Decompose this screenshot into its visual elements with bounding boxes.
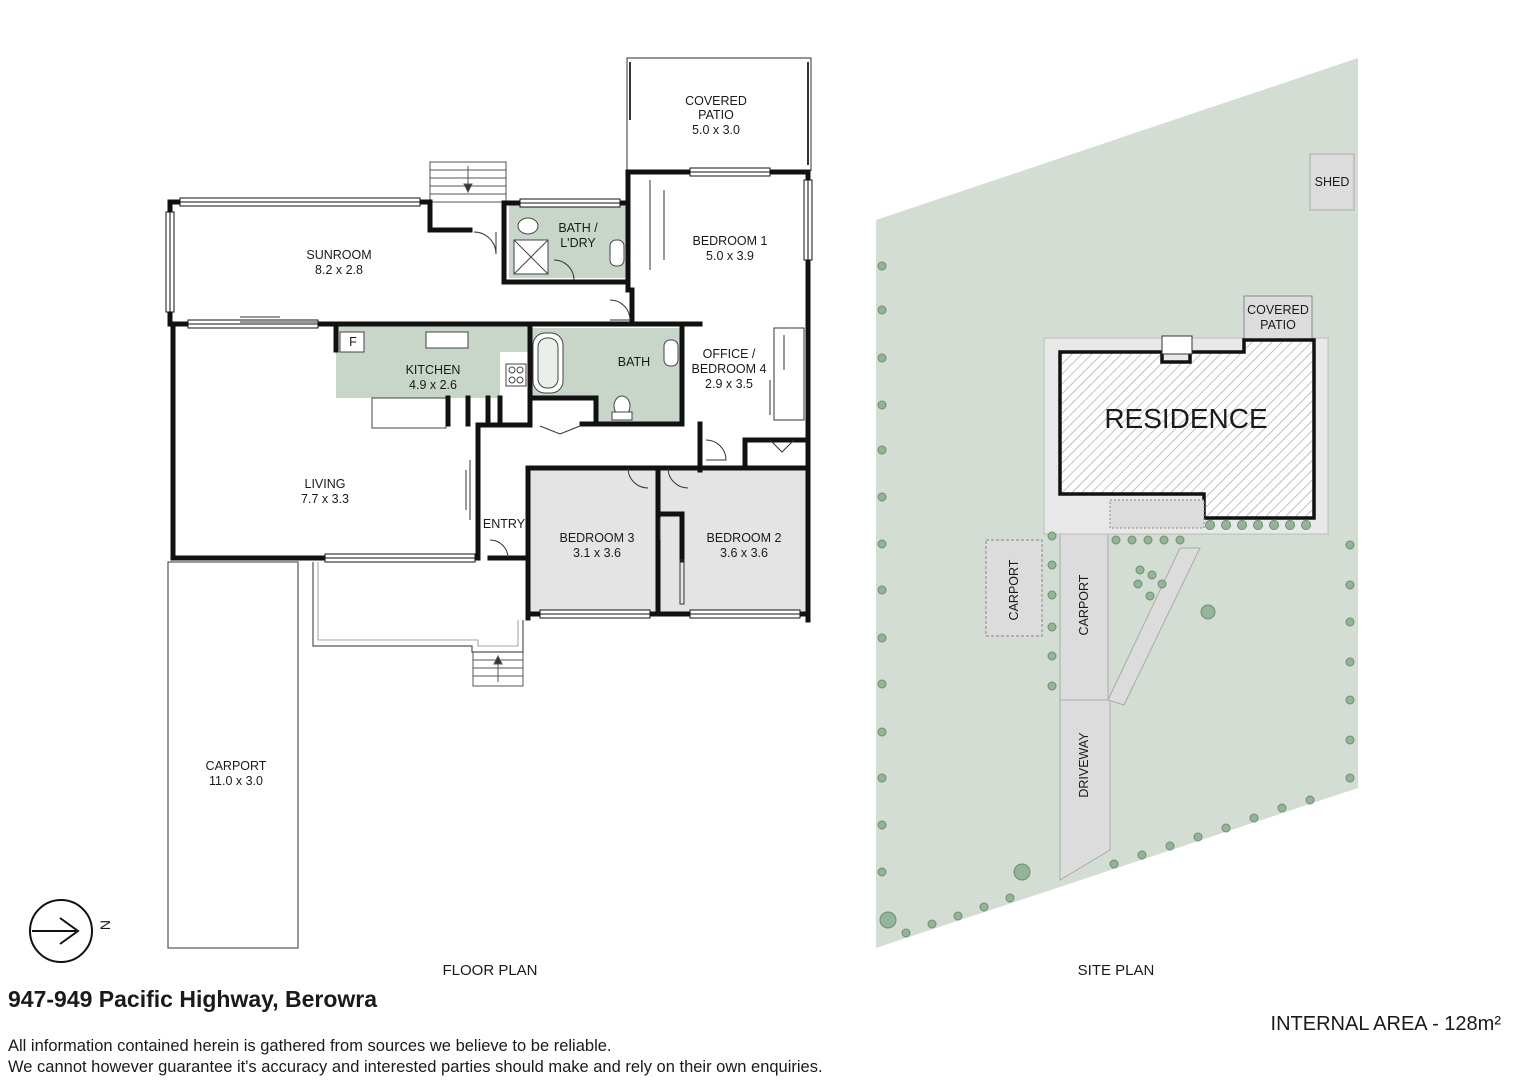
bedroom3-label: BEDROOM 3 [559, 531, 634, 545]
driveway-curve [1107, 547, 1201, 706]
fridge-label: F [349, 335, 357, 349]
rear-steps [429, 161, 507, 203]
compass-north-label: N [97, 920, 113, 930]
covered-patio-outline [626, 57, 812, 171]
carport-size: 11.0 x 3.0 [209, 774, 263, 788]
driveway-label: DRIVEWAY [1077, 732, 1091, 798]
sink-icon [425, 331, 469, 349]
residence-footprint [1058, 338, 1316, 520]
bath-laundry-label-2: L'DRY [560, 236, 596, 250]
site-shrubs [877, 261, 1355, 938]
disclaimer-line-2: We cannot however guarantee it's accurac… [8, 1058, 823, 1076]
covered-patio-label: COVERED [685, 94, 747, 108]
cooktop-icon [505, 363, 527, 387]
bedroom3-size: 3.1 x 3.6 [573, 546, 621, 560]
bedroom2-size: 3.6 x 3.6 [720, 546, 768, 560]
north-compass: N [29, 899, 113, 963]
shed-box [1309, 153, 1355, 211]
windows [165, 167, 813, 619]
site-plan-caption: SITE PLAN [1078, 962, 1155, 979]
entry-label: ENTRY [483, 517, 526, 531]
kitchen-island [371, 397, 447, 429]
bath-label: BATH [618, 355, 650, 369]
bedroom2-label: BEDROOM 2 [706, 531, 781, 545]
bath-laundry-label: BATH / [558, 221, 598, 235]
office-label-2: BEDROOM 4 [691, 362, 766, 376]
doors [240, 180, 805, 605]
floor-plan-caption: FLOOR PLAN [442, 962, 537, 979]
site-plan: SHED COVERED PATIO RESIDENCE CARPORT CAR… [876, 58, 1358, 979]
sunroom-size: 8.2 x 2.8 [315, 263, 363, 277]
sunroom-label: SUNROOM [306, 248, 371, 262]
covered-patio-label-2: PATIO [698, 108, 734, 122]
residence-label: RESIDENCE [1104, 403, 1267, 434]
driveway-lower [1059, 699, 1111, 881]
site-patio-box [1243, 295, 1313, 341]
fridge-box [339, 331, 365, 353]
office-label: OFFICE / [703, 347, 756, 361]
carport-left-label: CARPORT [1007, 559, 1021, 620]
covered-patio-size: 5.0 x 3.0 [692, 123, 740, 137]
living-label: LIVING [305, 477, 346, 491]
shed-label: SHED [1315, 175, 1350, 189]
carport-label: CARPORT [206, 759, 267, 773]
bedroom1-label: BEDROOM 1 [692, 234, 767, 248]
front-deck-outline [312, 562, 524, 653]
carport-right-label: CARPORT [1077, 574, 1091, 635]
kitchen-bench-fill [336, 352, 500, 398]
site-covered-label: COVERED [1247, 303, 1309, 317]
bedroom1-size: 5.0 x 3.9 [706, 249, 754, 263]
kitchen-label: KITCHEN [406, 363, 461, 377]
bath-fill-lower [596, 398, 682, 424]
left-carport-slab [985, 539, 1043, 637]
kitchen-size: 4.9 x 2.6 [409, 378, 457, 392]
room-labels: COVERED PATIO 5.0 x 3.0 SUNROOM 8.2 x 2.… [206, 94, 782, 788]
site-labels: SHED COVERED PATIO RESIDENCE CARPORT CAR… [1007, 175, 1349, 798]
internal-area-label: INTERNAL AREA - 128m² [1270, 1013, 1501, 1035]
disclaimer: All information contained herein is gath… [8, 1036, 823, 1078]
carport-slab [167, 561, 299, 949]
site-patio-label: PATIO [1260, 318, 1296, 332]
office-size: 2.9 x 3.5 [705, 377, 753, 391]
property-address-title: 947-949 Pacific Highway, Berowra [8, 986, 378, 1012]
fixtures [339, 217, 679, 421]
living-size: 7.7 x 3.3 [301, 492, 349, 506]
bedroom3-fill [530, 470, 658, 612]
floor-plan: COVERED PATIO 5.0 x 3.0 SUNROOM 8.2 x 2.… [29, 57, 813, 979]
disclaimer-line-1: All information contained herein is gath… [8, 1037, 612, 1055]
front-steps [472, 651, 524, 687]
